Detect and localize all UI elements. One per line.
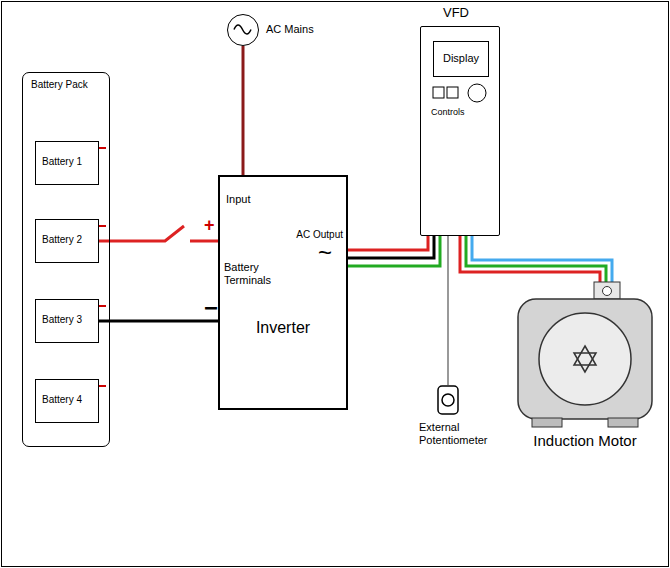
- induction-motor: Induction Motor: [510, 282, 660, 454]
- ac-source-circle: AC Mains: [227, 14, 259, 46]
- component-label: External Potentiometer: [419, 421, 495, 446]
- battery-label: Battery 2: [42, 234, 82, 246]
- polarity-sign: +: [204, 216, 215, 234]
- inverter-box: InputBattery Terminals AC Output~ Inverter: [218, 175, 348, 410]
- group-title: Battery Pack: [31, 79, 88, 91]
- source-label: AC Mains: [266, 23, 314, 36]
- battery-label: Battery 1: [42, 156, 82, 168]
- knob-symbol: [401, 385, 495, 419]
- component-label: Induction Motor: [510, 432, 660, 449]
- potentiometer: External Potentiometer: [401, 385, 495, 463]
- wire: [348, 236, 428, 250]
- wire: [472, 236, 612, 282]
- block-title: Inverter: [220, 319, 346, 337]
- polarity-sign: −: [204, 296, 218, 320]
- battery-box: Battery 1: [35, 141, 99, 185]
- port-label: Battery Terminals: [224, 261, 286, 286]
- battery-box: Battery 3: [35, 299, 99, 343]
- battery-box: Battery 4: [35, 379, 99, 423]
- display-label: Display: [434, 52, 488, 65]
- battery-label: Battery 3: [42, 314, 82, 326]
- wire: [348, 236, 440, 266]
- wire: [348, 236, 434, 258]
- vfd-box: VFDControlsDisplay: [420, 26, 500, 236]
- port-label: Input: [226, 193, 250, 206]
- controls-label: Controls: [431, 107, 465, 117]
- wire: [99, 320, 218, 323]
- wire: [447, 236, 449, 385]
- display-box: Display: [433, 41, 489, 77]
- battery-label: Battery 4: [42, 394, 82, 406]
- battery-pack: Battery PackBattery 1 Battery 2 Battery 3 B…: [22, 72, 110, 447]
- block-title: VFD: [443, 6, 469, 21]
- sine-symbol: [228, 15, 257, 44]
- switched-wire: [99, 226, 218, 241]
- ac-symbol: ~: [318, 239, 332, 267]
- battery-box: Battery 2: [35, 219, 99, 263]
- motor-drawing: [510, 282, 660, 432]
- wire: [242, 46, 245, 175]
- port-label: AC Output: [296, 229, 343, 241]
- battery-terminal: [98, 148, 106, 386]
